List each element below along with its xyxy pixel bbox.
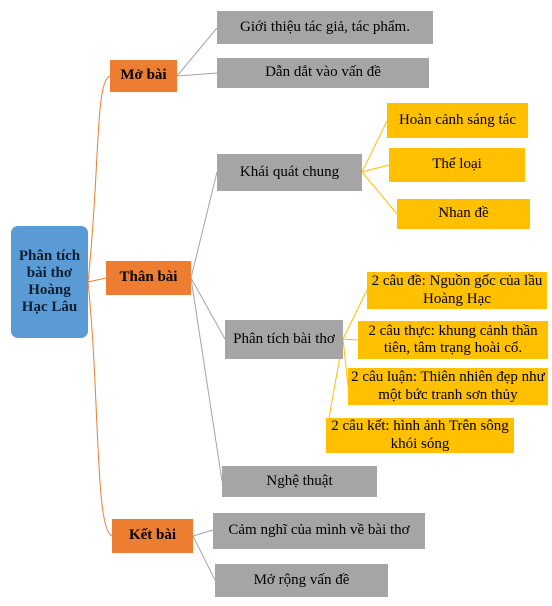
root-node: Phân tích bài thơ Hoàng Hạc Lâu (11, 226, 88, 338)
connector-than-bai-phan-tich (190, 277, 226, 340)
connector-than-bai-khai-quat (190, 171, 218, 279)
ket-bai-item-1: Cảm nghĩ của mình về bài thơ (213, 513, 425, 549)
section-ket-bai: Kết bài (112, 519, 193, 553)
connector-mo-bai-item-1 (176, 27, 218, 77)
ket-bai-item-2: Mở rộng vấn đề (215, 564, 388, 597)
phan-tich-item-3: 2 câu luận: Thiên nhiên đẹp như một bức … (348, 368, 548, 405)
khai-quat-chung-node: Khái quát chung (217, 154, 362, 191)
connector-khai-quat-item-1 (361, 120, 388, 173)
mo-bai-item-2: Dẫn dắt vào vấn đề (217, 58, 429, 88)
khai-quat-item-1: Hoàn cảnh sáng tác (387, 103, 528, 138)
connector-mo-bai-item-2 (176, 72, 218, 77)
connector-phan-tich-item-2 (342, 338, 359, 341)
phan-tich-item-2: 2 câu thực: khung cảnh thần tiên, tâm tr… (358, 321, 548, 359)
connector-root-mo-bai (87, 75, 111, 283)
connector-phan-tich-item-1 (342, 289, 368, 340)
connector-ket-bai-item-2 (192, 535, 216, 581)
phan-tich-bai-tho-node: Phân tích bài thơ (225, 320, 343, 359)
khai-quat-item-2: Thể loại (389, 148, 525, 182)
connector-khai-quat-item-2 (361, 164, 390, 173)
connector-root-ket-bai (87, 281, 113, 537)
phan-tich-item-1: 2 câu đề: Nguồn gốc của lầu Hoàng Hạc (367, 272, 547, 309)
mo-bai-item-1: Giới thiệu tác giả, tác phẩm. (217, 11, 433, 44)
section-mo-bai: Mở bài (110, 60, 177, 92)
connector-phan-tich-item-3 (342, 338, 349, 387)
connector-khai-quat-item-3 (361, 171, 398, 215)
connector-ket-bai-item-1 (192, 529, 214, 537)
phan-tich-item-4: 2 câu kết: hình ảnh Trên sông khói sóng (326, 418, 514, 453)
connector-root-than-bai (87, 277, 107, 283)
section-than-bai: Thân bài (106, 261, 191, 295)
nghe-thuat-node: Nghệ thuật (222, 466, 377, 497)
connector-than-bai-nghe-thuat (190, 277, 223, 482)
khai-quat-item-3: Nhan đề (397, 199, 530, 229)
